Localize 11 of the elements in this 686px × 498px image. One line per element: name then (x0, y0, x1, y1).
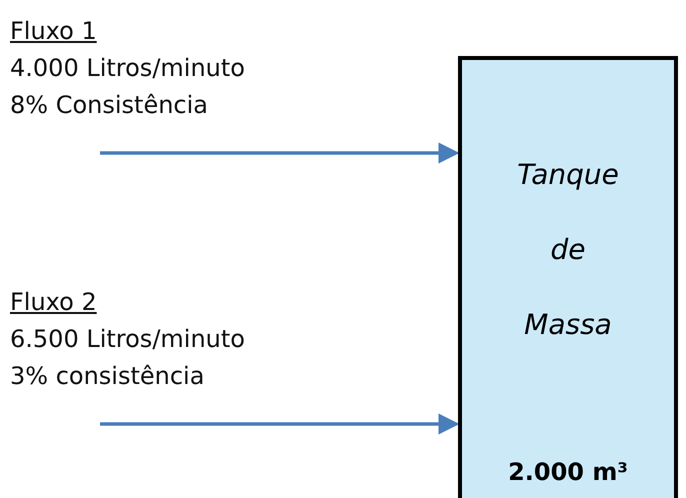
tank-box (458, 56, 678, 498)
flow-spec: 6.500 Litros/minuto (10, 324, 245, 354)
flow-heading: Fluxo 2 (10, 287, 97, 317)
tank-name: Tanque de Massa (516, 157, 620, 343)
arrow (100, 414, 460, 434)
tank-volume: 2.000 m³ (507, 458, 629, 486)
flow-heading: Fluxo 1 (10, 16, 97, 46)
flow-spec: 3% consistência (10, 361, 204, 391)
flow-spec: 4.000 Litros/minuto (10, 53, 245, 83)
flow-spec: 8% Consistência (10, 90, 208, 120)
arrow (100, 142, 460, 164)
